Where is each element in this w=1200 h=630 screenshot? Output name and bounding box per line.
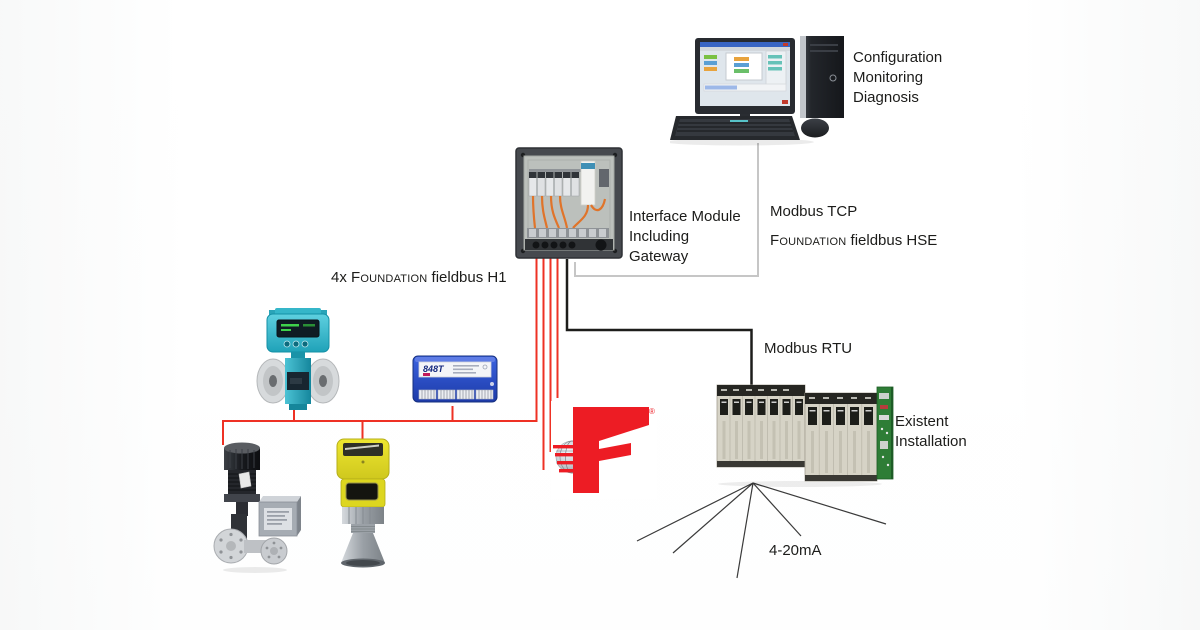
848t-terminals — [418, 389, 494, 400]
valve-actuator — [224, 442, 260, 502]
848t-model-label: 848T — [423, 364, 445, 374]
interface-caption-line3: Gateway — [629, 248, 689, 265]
computer-caption-line2: Monitoring — [853, 69, 924, 86]
interface-caption-line1: Interface Module — [629, 208, 741, 225]
foundation-hse-label: Foundation fieldbus HSE — [770, 231, 937, 251]
hse-rest-text: fieldbus HSE — [846, 232, 938, 249]
logo-registered-mark: ® — [649, 407, 655, 416]
plc-pcb-board — [876, 386, 894, 480]
interface-module-enclosure-icon — [515, 147, 623, 261]
pc-keyboard — [670, 116, 800, 140]
existent-caption-line2: Installation — [895, 433, 967, 450]
existing-plc-io-rack-icon — [715, 381, 895, 489]
hse-foundation-word: Foundation — [770, 232, 847, 249]
computer-caption-line3: Diagnosis — [853, 89, 919, 106]
plc-right-cage — [804, 392, 878, 482]
cable-glands — [532, 239, 607, 251]
temperature-transmitter-848t-icon: 848T — [411, 350, 503, 410]
control-valve-icon — [211, 440, 301, 574]
pc-mouse — [801, 118, 829, 138]
h1-rest-text: fieldbus H1 — [427, 269, 507, 286]
orange-cables — [531, 195, 607, 229]
valve-flanges — [213, 528, 288, 565]
magnetic-flowmeter-icon — [253, 308, 345, 412]
pc-monitor — [695, 38, 795, 127]
h1-foundation-word: Foundation — [351, 269, 428, 286]
modbus-rtu-line — [565, 259, 753, 386]
computer-caption: Configuration Monitoring Diagnosis — [853, 48, 942, 108]
computer-caption-line1: Configuration — [853, 49, 943, 66]
radar-process-connection — [342, 507, 384, 533]
current-loop-fanout-lines — [636, 482, 887, 579]
pc-tower — [800, 36, 844, 118]
h1-prefix-text: 4x — [331, 269, 352, 286]
plc-left-cage — [716, 384, 806, 468]
foundation-h1-label: 4x Foundation fieldbus H1 — [331, 268, 507, 288]
modbus-tcp-hse-line — [574, 143, 759, 277]
interface-caption-line2: Including — [629, 228, 690, 245]
modbus-rtu-label: Modbus RTU — [764, 340, 853, 357]
desktop-computer-icon — [670, 32, 848, 146]
existent-caption-line1: Existent — [895, 413, 949, 430]
valve-positioner — [258, 496, 301, 537]
current-loop-label: 4-20mA — [769, 542, 822, 559]
flowmeter-display — [276, 319, 320, 338]
modbus-tcp-label: Modbus TCP — [770, 203, 858, 220]
fieldbus-foundation-logo-icon: ® — [551, 401, 657, 499]
terminal-blocks — [528, 171, 580, 197]
logo-f-mark — [553, 407, 649, 493]
interface-module-caption: Interface Module Including Gateway — [629, 207, 741, 267]
radar-horn-antenna — [341, 533, 385, 568]
radar-level-sensor-icon — [329, 435, 401, 577]
existent-installation-caption: Existent Installation — [895, 412, 967, 452]
